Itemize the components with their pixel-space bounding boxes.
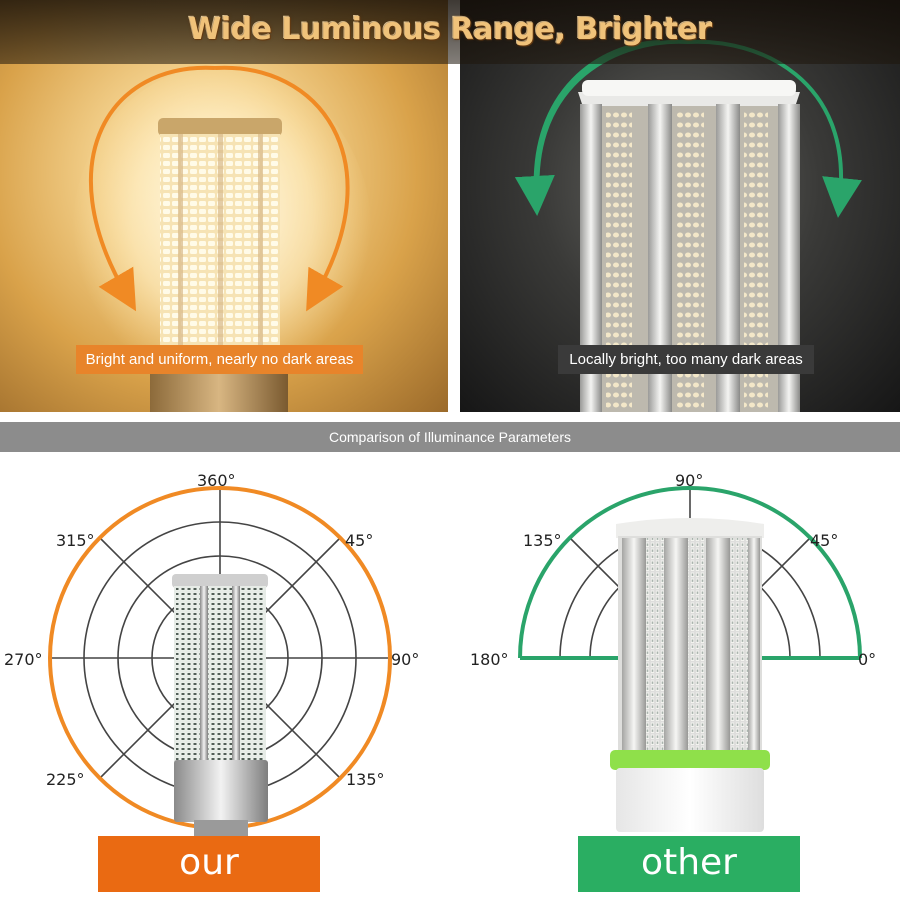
angle-label-45-other: 45° (810, 531, 839, 550)
our-beam-angle-diagram (48, 486, 392, 836)
angle-label-135-other: 135° (523, 531, 562, 550)
our-bulb-caption: Bright and uniform, nearly no dark areas (76, 345, 363, 374)
angle-label-225: 225° (46, 770, 85, 789)
our-bulb-image (172, 574, 268, 836)
angle-label-180-other: 180° (470, 650, 509, 669)
our-bulb-photo-panel (0, 0, 448, 412)
section-title: Comparison of Illuminance Parameters (329, 429, 571, 445)
angle-label-45: 45° (345, 531, 374, 550)
other-beam-angle-diagram (518, 486, 862, 832)
our-label-badge: our (98, 836, 320, 892)
other-bulb-caption: Locally bright, too many dark areas (558, 345, 814, 374)
angle-label-360: 360° (197, 471, 236, 490)
other-bulb-image (610, 518, 770, 832)
angle-label-90: 90° (391, 650, 420, 669)
angle-label-90-other: 90° (675, 471, 704, 490)
angle-label-0-other: 0° (858, 650, 877, 669)
angle-label-135: 135° (346, 770, 385, 789)
title-bar (0, 0, 900, 64)
other-beam-arc (518, 486, 862, 659)
angle-label-270: 270° (4, 650, 43, 669)
page-title: Wide Luminous Range, Brighter (188, 12, 712, 47)
angle-label-315: 315° (56, 531, 95, 550)
section-header-bar: Comparison of Illuminance Parameters (0, 422, 900, 452)
other-label-badge: other (578, 836, 800, 892)
